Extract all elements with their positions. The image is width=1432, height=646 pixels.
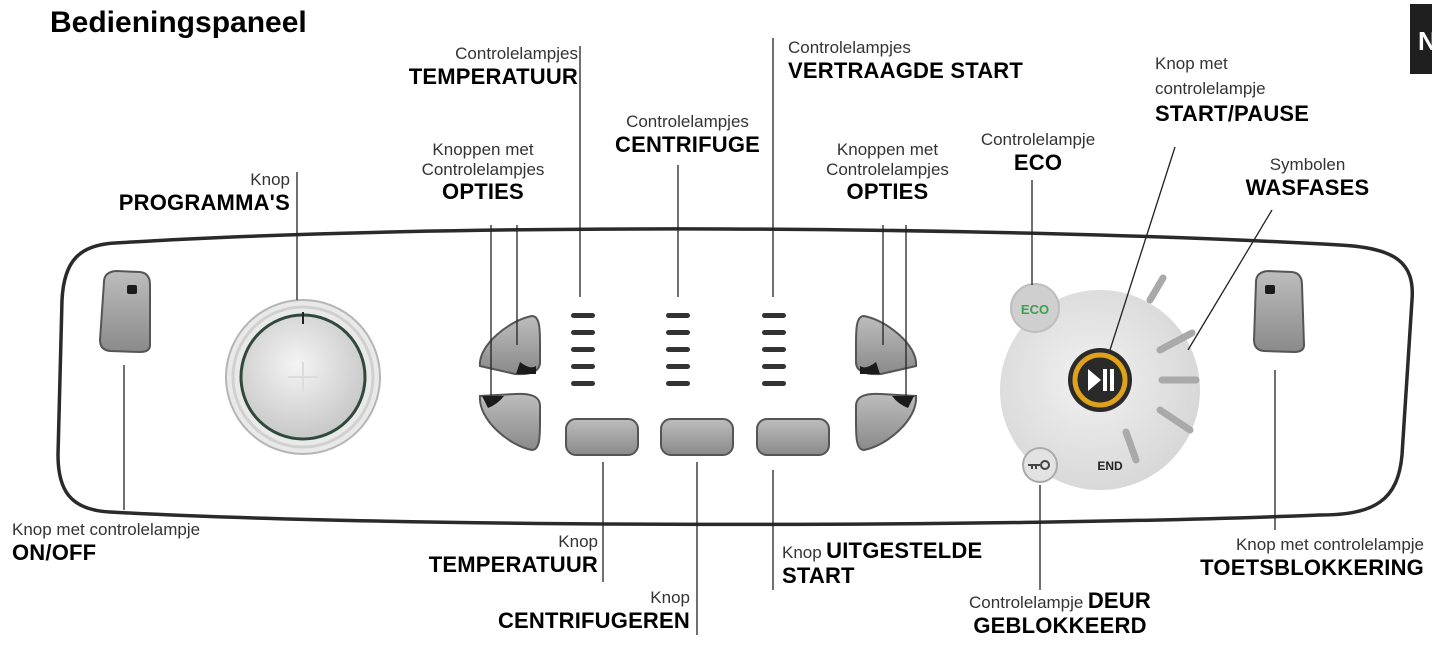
label-toetsblokkering-big: TOETSBLOKKERING <box>1200 554 1424 580</box>
key-icon <box>1028 464 1040 469</box>
eco-lamp: ECO <box>1010 283 1060 333</box>
label-opties-left-big: OPTIES <box>442 179 524 205</box>
label-opties-right-small1: Knoppen met <box>836 140 939 159</box>
option-button-left-bottom[interactable] <box>478 392 541 452</box>
label-wasfases-big: WASFASES <box>1245 174 1370 200</box>
page-title: Bedieningspaneel <box>50 6 307 39</box>
end-marking: END <box>1097 459 1123 473</box>
label-start-pause-small2: controlelampje <box>1155 79 1266 99</box>
label-deur-small: Controlelampje <box>969 593 1084 612</box>
label-eco: Controlelampje ECO <box>968 130 1108 175</box>
label-uitgestelde-small: Knop <box>782 543 822 562</box>
label-opties-right: Knoppen met Controlelampjes OPTIES <box>800 140 975 204</box>
delay-start-lamps <box>762 313 786 386</box>
temperature-lamps <box>571 313 595 386</box>
spin-button[interactable] <box>660 418 734 456</box>
label-centrifugeren-small: Knop <box>650 588 690 607</box>
label-onoff-small: Knop met controlelampje <box>12 520 201 539</box>
door-lock-lamp <box>1022 447 1058 483</box>
play-pause-icon <box>1088 369 1101 391</box>
leader-lines <box>123 38 1276 635</box>
label-programmas-small: Knop <box>250 170 290 189</box>
start-pause-button[interactable] <box>1068 348 1132 412</box>
label-temperature-button-small: Knop <box>558 532 598 551</box>
label-deur-big1: DEUR <box>1087 588 1151 613</box>
corner-tab: N <box>1410 4 1432 74</box>
label-eco-small: Controlelampje <box>980 130 1096 149</box>
label-centrifugeren: Knop CENTRIFUGEREN <box>470 588 690 633</box>
label-vertraagde-start: Controlelampjes VERTRAAGDE START <box>788 38 1023 83</box>
label-centrifugeren-big: CENTRIFUGEREN <box>497 607 690 633</box>
label-deur-big2: GEBLOKKEERD <box>973 613 1147 639</box>
option-button-right-top[interactable] <box>855 314 918 376</box>
option-button-right-bottom[interactable] <box>855 392 918 452</box>
label-start-pause-big: START/PAUSE <box>1155 100 1310 126</box>
label-centrifuge-lamps-small: Controlelampjes <box>626 112 749 131</box>
onoff-button[interactable] <box>98 269 151 354</box>
label-programmas-big: PROGRAMMA'S <box>118 189 290 215</box>
label-temperature-button-big: TEMPERATUUR <box>428 551 598 577</box>
label-uitgestelde-big1: UITGESTELDE <box>826 538 983 563</box>
label-uitgestelde-big2: START <box>782 563 855 589</box>
temperature-button[interactable] <box>565 418 639 456</box>
program-knob[interactable] <box>225 299 381 455</box>
label-temperature-button: Knop TEMPERATUUR <box>380 532 598 577</box>
spin-lamps <box>666 313 690 386</box>
corner-tab-letter: N <box>1418 26 1432 56</box>
label-start-pause: Knop met controlelampje START/PAUSE <box>1155 50 1309 126</box>
delay-start-button[interactable] <box>756 418 830 456</box>
label-opties-right-small2: Controlelampjes <box>826 159 949 179</box>
label-start-pause-small1: Knop met <box>1155 54 1228 73</box>
label-toetsblokkering-small: Knop met controlelampje <box>1235 535 1424 554</box>
label-uitgestelde-start: Knop UITGESTELDE START <box>782 538 982 589</box>
label-onoff-big: ON/OFF <box>12 539 97 565</box>
label-temperature-lamps: Controlelampjes TEMPERATUUR <box>360 44 578 89</box>
option-button-left-top[interactable] <box>478 314 541 376</box>
label-temperature-lamps-big: TEMPERATUUR <box>408 63 578 89</box>
label-centrifuge-lamps: Controlelampjes CENTRIFUGE <box>595 112 780 157</box>
label-wasfases: Symbolen WASFASES <box>1220 155 1395 200</box>
label-opties-left-small2: Controlelampjes <box>421 159 545 179</box>
label-deur: Controlelampje DEUR GEBLOKKEERD <box>940 588 1180 639</box>
eco-badge-text: ECO <box>1021 302 1049 317</box>
label-opties-left-small1: Knoppen met <box>432 140 534 159</box>
label-temperature-lamps-small: Controlelampjes <box>455 44 578 63</box>
label-opties-right-big: OPTIES <box>846 179 929 205</box>
label-opties-left: Knoppen met Controlelampjes OPTIES <box>398 140 568 204</box>
label-programmas: Knop PROGRAMMA'S <box>80 170 290 215</box>
label-centrifuge-lamps-big: CENTRIFUGE <box>615 131 760 157</box>
label-toetsblokkering: Knop met controlelampje TOETSBLOKKERING <box>1160 535 1424 580</box>
label-onoff: Knop met controlelampje ON/OFF <box>12 520 200 565</box>
keylock-button[interactable] <box>1252 269 1306 354</box>
label-wasfases-small: Symbolen <box>1269 155 1346 174</box>
label-vertraagde-small: Controlelampjes <box>788 38 911 57</box>
label-vertraagde-big: VERTRAAGDE START <box>788 57 1024 83</box>
label-eco-big: ECO <box>1013 149 1063 175</box>
